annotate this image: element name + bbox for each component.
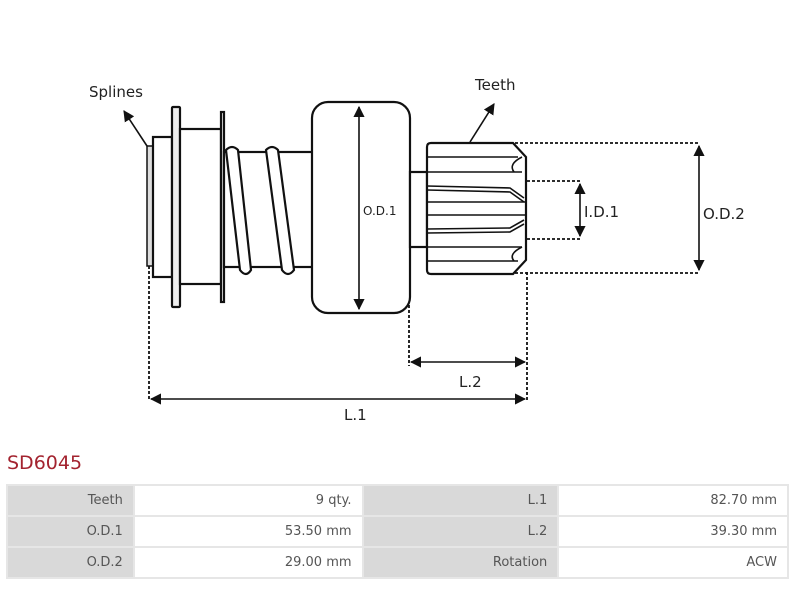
spec-label: Rotation — [363, 548, 558, 577]
od1-label: O.D.1 — [363, 204, 396, 218]
spec-value: 39.30 mm — [559, 517, 787, 546]
od2-label: O.D.2 — [703, 205, 745, 223]
l2-label: L.2 — [459, 373, 482, 391]
spec-label: L.1 — [363, 486, 558, 515]
spec-value: 53.50 mm — [134, 517, 362, 546]
connector — [408, 170, 429, 249]
clutch-housing — [178, 127, 223, 286]
l1-label: L.1 — [344, 406, 367, 424]
spec-value: 9 qty. — [134, 486, 362, 515]
table-row: O.D.1 53.50 mm L.2 39.30 mm — [8, 517, 787, 546]
spec-label: O.D.1 — [8, 517, 133, 546]
teeth-leader — [469, 103, 495, 143]
spec-value: 82.70 mm — [559, 486, 787, 515]
spec-table: Teeth 9 qty. L.1 82.70 mm O.D.1 53.50 mm… — [6, 484, 789, 579]
spec-label: O.D.2 — [8, 548, 133, 577]
spec-value: 29.00 mm — [134, 548, 362, 577]
id1-label: I.D.1 — [584, 203, 619, 221]
pinion-teeth-lines — [426, 156, 525, 262]
part-number-title: SD6045 — [7, 452, 83, 474]
spec-label: Teeth — [8, 486, 133, 515]
splines-label: Splines — [89, 83, 143, 101]
dimension-arrows — [123, 103, 705, 405]
table-row: O.D.2 29.00 mm Rotation ACW — [8, 548, 787, 577]
spring-coil-2 — [264, 145, 296, 276]
teeth-label: Teeth — [474, 76, 515, 94]
drive-body — [146, 100, 528, 315]
extension-lines — [148, 142, 700, 400]
starter-drive-diagram: Splines Teeth O.D.1 O.D.2 I.D.1 L.2 L.1 — [89, 76, 745, 424]
spec-label: L.2 — [363, 517, 558, 546]
splines-leader — [123, 110, 148, 147]
table-row: Teeth 9 qty. L.1 82.70 mm — [8, 486, 787, 515]
spring-coil-1 — [224, 145, 253, 276]
hub — [151, 135, 174, 279]
pinion — [425, 141, 528, 276]
spec-value: ACW — [559, 548, 787, 577]
flange-1 — [170, 105, 182, 309]
